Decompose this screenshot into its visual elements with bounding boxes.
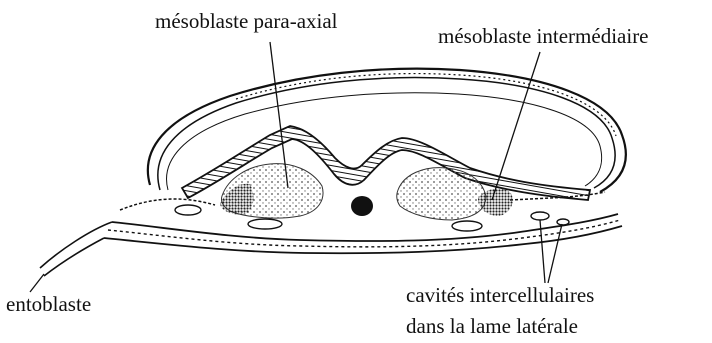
endoderm-left-tail xyxy=(40,222,112,276)
cavity-left-2 xyxy=(248,219,282,229)
notochord xyxy=(351,196,373,216)
label-intermediate-mesoblast: mésoblaste intermédiaire xyxy=(438,24,649,48)
label-paraxial-mesoblast: mésoblaste para-axial xyxy=(155,9,338,33)
cavity-left-1 xyxy=(175,205,201,215)
leader-line-entoblast xyxy=(30,274,44,292)
cavity-right-1 xyxy=(452,221,482,231)
label-cavities-line1: cavités intercellulaires xyxy=(406,283,594,307)
label-cavities-line2: dans la lame latérale xyxy=(406,314,578,338)
cavity-right-2 xyxy=(531,212,549,220)
leader-line-cavity-2 xyxy=(548,224,562,283)
amniotic-membrane xyxy=(167,93,602,190)
label-entoblast: entoblaste xyxy=(6,292,91,316)
